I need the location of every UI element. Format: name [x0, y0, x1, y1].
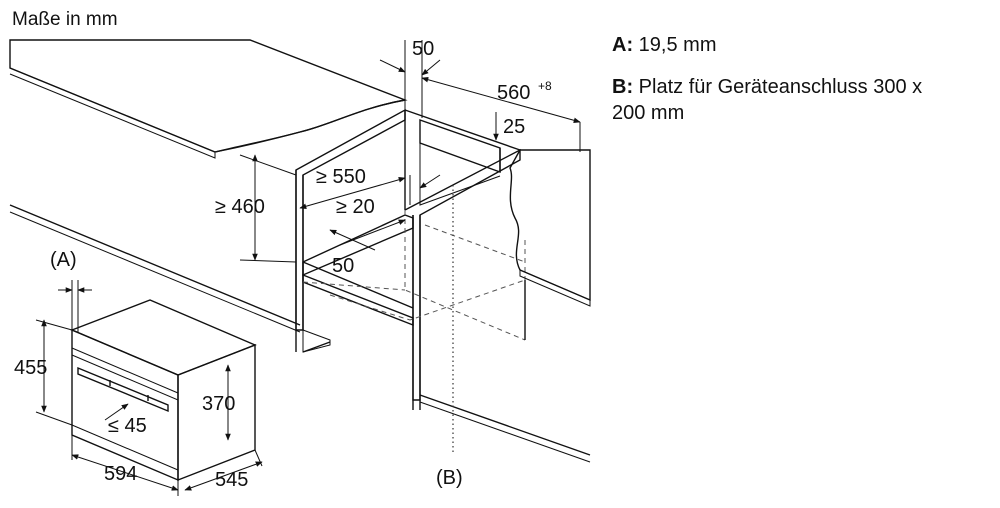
legend-text-b-line1: Platz für Geräteanschluss 300 x — [638, 76, 923, 98]
dim-niche-height: ≥ 460 — [215, 196, 265, 218]
marker-b: (B) — [436, 467, 463, 489]
unit-title: Maße in mm — [12, 9, 118, 30]
dim-cabinet-width: 560 — [497, 82, 530, 104]
countertop-left — [9, 39, 408, 159]
dim-side-gap: ≥ 20 — [336, 196, 375, 218]
legend-text-a: 19,5 mm — [638, 34, 717, 56]
legend-key-b: B: — [612, 76, 634, 98]
dim-oven-width: 594 — [104, 463, 137, 485]
niche-cabinet — [295, 108, 526, 410]
floor-edge — [9, 204, 591, 463]
dim-oven-height: 455 — [14, 357, 47, 379]
legend-item-b: B: Platz für Geräteanschluss 300 x 200 m… — [612, 74, 992, 126]
dim-door-height: 370 — [202, 393, 235, 415]
dim-top-gap: 50 — [412, 38, 434, 60]
dim-oven-depth: 545 — [215, 469, 248, 491]
legend: A: 19,5 mm B: Platz für Geräteanschluss … — [612, 32, 992, 142]
dim-floor-gap: 50 — [332, 255, 354, 277]
dim-handle-gap: ≤ 45 — [108, 415, 147, 437]
marker-a: (A) — [50, 249, 77, 271]
legend-item-a: A: 19,5 mm — [612, 32, 992, 58]
dim-cabinet-width-tolerance: +8 — [538, 79, 552, 93]
countertop-right — [509, 149, 591, 340]
legend-key-a: A: — [612, 34, 634, 56]
dimension-lines — [35, 40, 581, 496]
dim-top-cut: 25 — [503, 116, 525, 138]
legend-text-b-line2: 200 mm — [612, 102, 685, 124]
dim-depth-min: ≥ 550 — [316, 166, 366, 188]
